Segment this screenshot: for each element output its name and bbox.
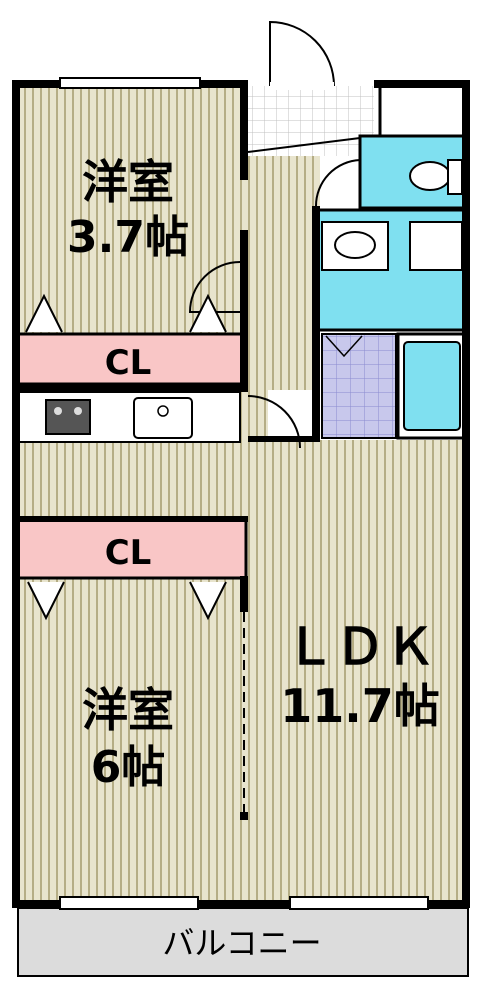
ldk-name: ＬＤＫ bbox=[285, 618, 435, 676]
closet-bottom-door-left bbox=[27, 581, 65, 621]
closet-bottom-label: CL bbox=[105, 533, 152, 573]
western-room-bottom-name: 洋室 bbox=[82, 683, 174, 737]
stove-burner-icon bbox=[54, 407, 62, 415]
closet-top-label: CL bbox=[105, 343, 152, 383]
window-bottom-right bbox=[289, 896, 429, 910]
bathtub-water bbox=[403, 341, 461, 431]
window-top bbox=[59, 77, 201, 89]
stove-icon bbox=[45, 399, 91, 435]
hall-door-swing bbox=[247, 395, 301, 449]
washbasin-icon bbox=[334, 231, 376, 259]
front-door-opening bbox=[270, 82, 334, 90]
room-top-door-swing bbox=[188, 261, 241, 313]
bath-door-mark bbox=[325, 335, 363, 358]
balcony bbox=[17, 907, 469, 977]
toilet-tank-icon bbox=[447, 159, 463, 195]
entrance-step bbox=[247, 137, 361, 153]
western-room-top-size: 3.7帖 bbox=[67, 212, 189, 263]
western-room-top-name: 洋室 bbox=[82, 155, 174, 209]
closet-top-door-left bbox=[25, 293, 63, 333]
washing-machine-space bbox=[409, 221, 463, 271]
balcony-label: バルコニー bbox=[162, 924, 321, 962]
washbasin-counter bbox=[321, 221, 389, 271]
window-bottom-left bbox=[59, 896, 199, 910]
entrance-tile-floor bbox=[246, 86, 374, 156]
sink-drain-icon bbox=[157, 405, 169, 417]
closet-top-door-right bbox=[189, 293, 227, 333]
toilet-bowl-icon bbox=[409, 161, 451, 191]
front-door-swing bbox=[269, 20, 335, 87]
ldk-size: 11.7帖 bbox=[280, 679, 440, 733]
storage-shelf bbox=[378, 84, 468, 138]
bath-tile-floor bbox=[321, 333, 397, 439]
sink-icon bbox=[133, 397, 193, 439]
closet-bottom-door-right bbox=[189, 581, 227, 621]
toilet-door-swing bbox=[314, 159, 361, 207]
western-room-bottom-floor bbox=[18, 576, 246, 900]
western-room-bottom-size: 6帖 bbox=[91, 742, 166, 793]
stove-burner-icon bbox=[74, 407, 82, 415]
hallway-floor bbox=[246, 150, 320, 390]
ldk-floor bbox=[246, 440, 468, 900]
